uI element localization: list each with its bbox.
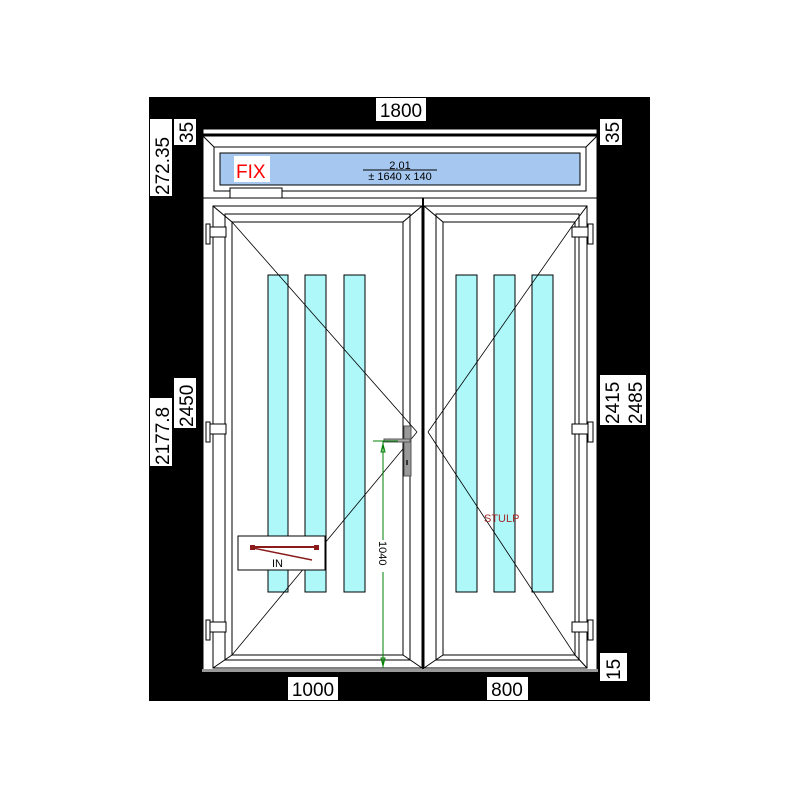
opening-line: [427, 431, 576, 656]
glass-strip: [493, 274, 516, 593]
left-top-profile-label: 35: [177, 122, 198, 143]
right-total-height-label: 2485: [626, 382, 647, 424]
left-height-label: 2450: [177, 385, 198, 427]
fix-label-bg: [234, 156, 270, 182]
right-inner-height-label: 2415: [603, 382, 624, 424]
fix-label: FIX: [236, 162, 266, 183]
glass-strip: [267, 274, 289, 593]
opening-direction-label: IN: [272, 558, 283, 570]
glass-strip: [343, 274, 366, 593]
glass-strip: [455, 274, 478, 593]
right-sash-width-label: 800: [491, 680, 523, 701]
right-sash[interactable]: STULP: [423, 205, 588, 669]
opening-direction-indicator: IN: [237, 535, 326, 571]
stulp-label: STULP: [484, 513, 519, 525]
right-top-profile-label: 35: [603, 122, 624, 143]
dimension-labels: 1800 272.35 35 2177.8 2450 35 2415 2485 …: [150, 98, 647, 701]
glass-code: 2.01: [389, 160, 410, 172]
top-height-label: 272.35: [153, 137, 174, 195]
bottom-offset-label: 15: [604, 659, 625, 680]
handle-total-height-label: 2177.8: [153, 407, 174, 465]
total-width-label: 1800: [380, 101, 422, 122]
glass-strip: [531, 274, 554, 593]
hinges: [205, 223, 594, 641]
glass-size: ± 1640 x 140: [368, 171, 432, 183]
transom-glass: [219, 152, 581, 186]
opening-line: [427, 221, 576, 433]
handle-height-label: 1040: [376, 541, 388, 565]
top-cap: [202, 128, 598, 135]
transom-fix[interactable]: FIX 2.01 ± 1640 x 140: [202, 135, 598, 199]
left-sash-width-label: 1000: [292, 680, 334, 701]
threshold: [202, 669, 598, 672]
opening-line: [231, 221, 418, 433]
glass-strip: [304, 274, 327, 593]
handle-height-dimension: 1040: [373, 440, 398, 668]
left-sash[interactable]: [212, 205, 423, 669]
